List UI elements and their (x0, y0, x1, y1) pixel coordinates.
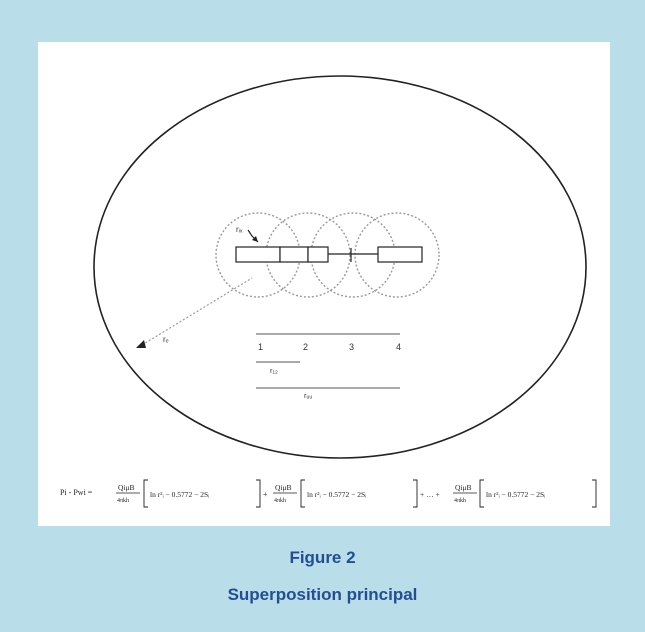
radius-label: rₑ (163, 335, 169, 344)
termn-denominator: 4πkh (454, 498, 466, 504)
well-label-1: 1 (258, 342, 263, 352)
term1-bracket-left (143, 479, 148, 508)
term2-denominator: 4πkh (274, 498, 286, 504)
well-label-3: 3 (349, 342, 354, 352)
termn-bracket-right (592, 479, 597, 508)
termn-bracket-left (479, 479, 484, 508)
rw-label: rᵢₓ (236, 225, 243, 234)
term2-numerator: QiμB (275, 483, 292, 492)
termn-numerator: QiμB (455, 483, 472, 492)
horizontal-well (235, 246, 423, 263)
reservoir-boundary (93, 75, 587, 459)
well-segment-2 (279, 246, 309, 263)
drainage-circle-2 (265, 212, 351, 298)
equation-ellipsis: + … + (420, 490, 440, 499)
plus-sign-1: + (263, 490, 268, 499)
distance-label-1: r₁₂ (270, 366, 278, 375)
term2-body: ln r²ᵢ − 0.5772 − 2Sᵢ (307, 490, 367, 499)
well-segment-1 (235, 246, 281, 263)
well-label-4: 4 (396, 342, 401, 352)
termn-body: ln r²ᵢ − 0.5772 − 2Sᵢ (486, 490, 546, 499)
radius-arrow-head (136, 340, 146, 348)
figure-caption: Superposition principal (227, 585, 418, 604)
distance-label-2: rᵤᵤ (304, 391, 312, 400)
term1-numerator: QiμB (118, 483, 135, 492)
term1-denominator: 4πkh (117, 498, 129, 504)
well-label-2: 2 (303, 342, 308, 352)
term1-body: ln r²ᵢ − 0.5772 − 2Sᵢ (150, 490, 210, 499)
well-segment-3 (307, 246, 329, 263)
well-pointer-head (252, 236, 258, 242)
superposition-equation: Pi - Pwi = QiμB 4πkh ln r²ᵢ − 0.5772 − 2… (60, 479, 597, 508)
radius-line (141, 277, 253, 346)
term1-bracket-right (256, 479, 261, 508)
drainage-circle-4 (354, 212, 440, 298)
term2-bracket-left (300, 479, 305, 508)
equation-lhs: Pi - Pwi = (60, 488, 93, 497)
term2-bracket-right (413, 479, 418, 508)
figure-title: Figure 2 (289, 548, 356, 567)
figure-panel (38, 42, 610, 526)
well-segment-4 (377, 246, 423, 263)
